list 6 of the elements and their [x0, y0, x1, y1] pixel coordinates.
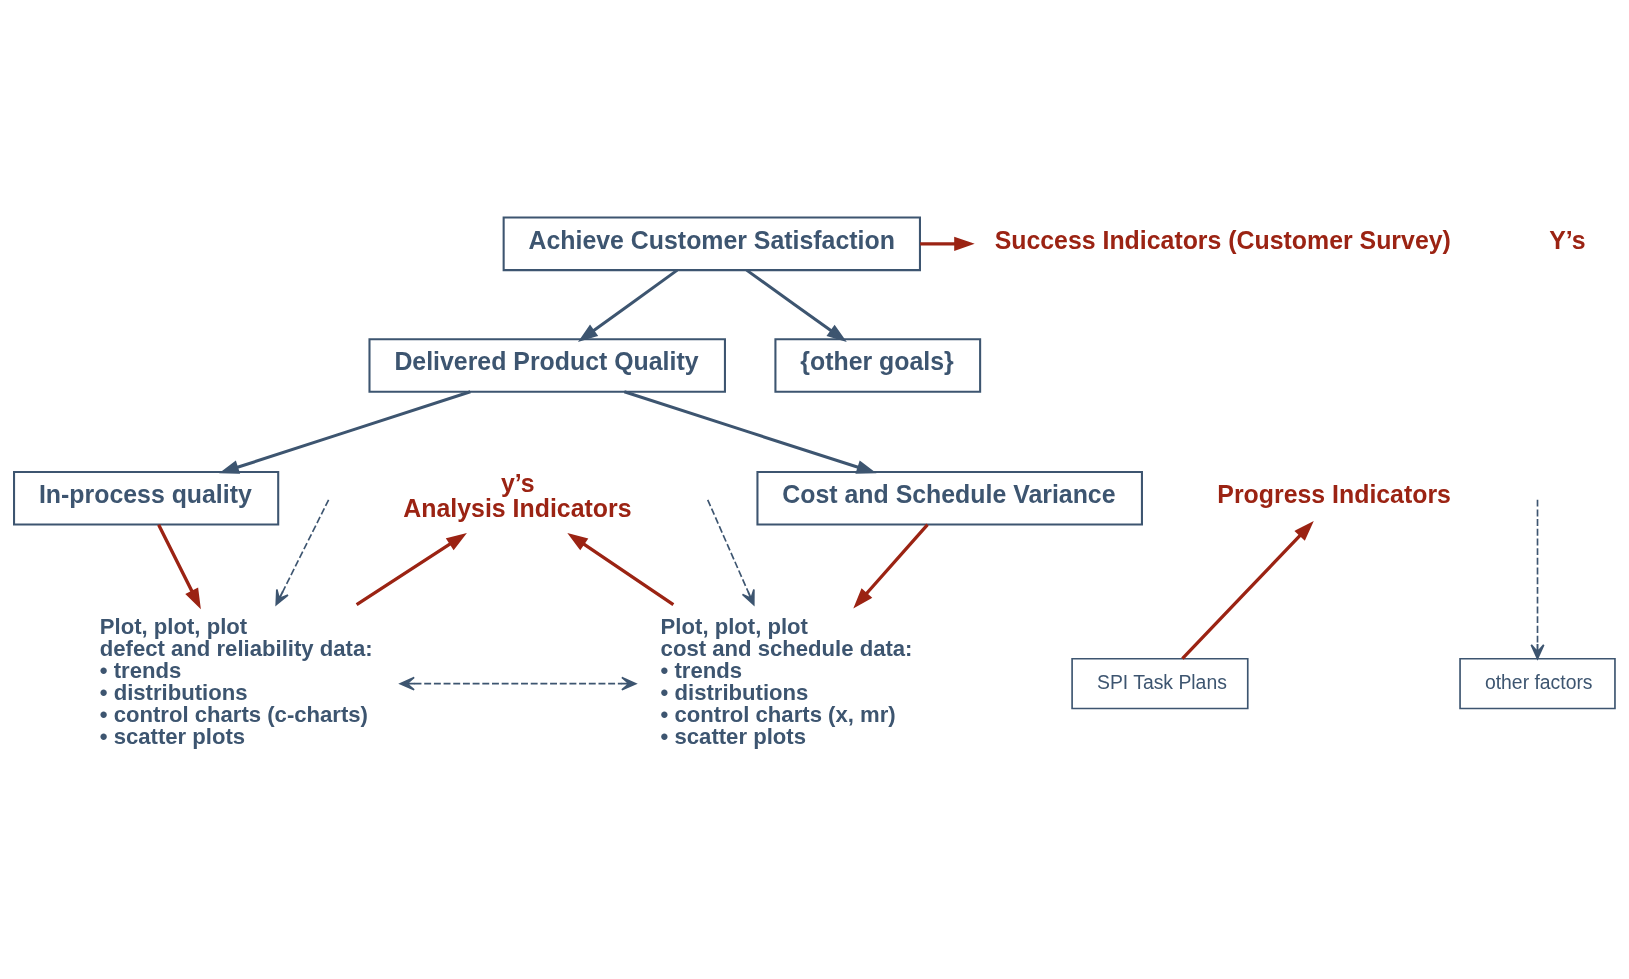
node-text: Progress Indicators — [1217, 479, 1451, 508]
label: Y’s — [1549, 225, 1586, 254]
node-text: y’s Analysis Indicators — [403, 468, 632, 522]
node-text: Plot, plot, plot cost and schedule data: • trends • distributions • control charts (x, mr) • scatter plots — [660, 613, 913, 749]
node-text: Success Indicators (Customer Survey) — [994, 225, 1451, 254]
node-text: Plot, plot, plot defect and reliability data: • trends • distributions • control charts (c-charts) • scatter plots — [99, 613, 373, 749]
